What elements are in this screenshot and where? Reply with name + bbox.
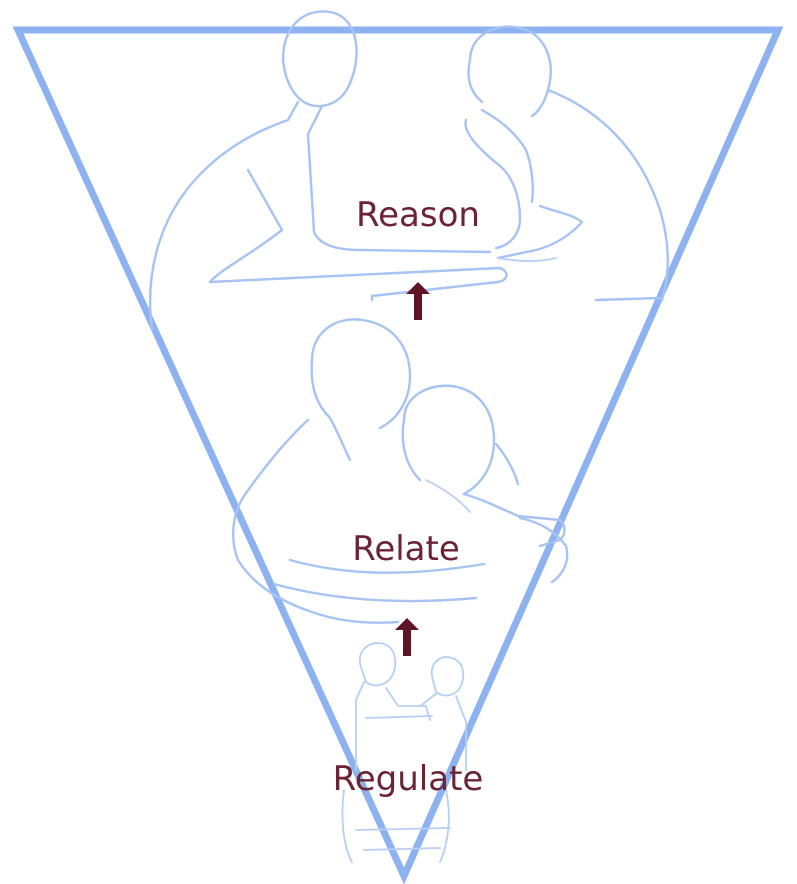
stage-label-relate: Relate — [352, 529, 460, 569]
relate-illustration — [232, 318, 569, 624]
regulate-illustration — [341, 642, 467, 863]
reason-illustration — [148, 10, 669, 332]
stage-label-reason: Reason — [356, 195, 480, 235]
arrow-up-icon — [406, 282, 430, 320]
stage-label-regulate: Regulate — [333, 759, 484, 799]
inverted-triangle-outline — [12, 26, 784, 884]
arrow-up-icon — [395, 618, 419, 656]
